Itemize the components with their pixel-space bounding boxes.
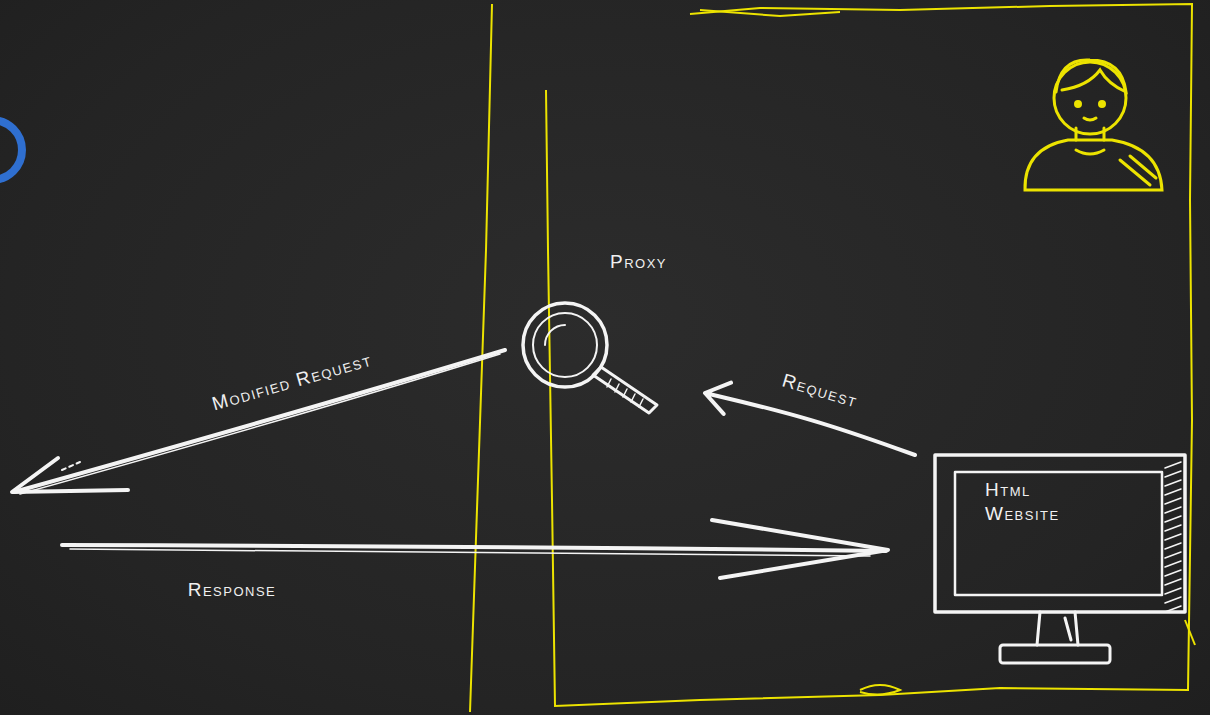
- monitor-hatch: [1165, 462, 1181, 612]
- arrow-head: [12, 458, 128, 492]
- frame-scribble: [860, 685, 900, 695]
- arrow-shaft: [70, 549, 870, 556]
- arrow-dash: [62, 462, 80, 470]
- magnifier-lens: [533, 313, 597, 377]
- magnifier-hatch: [607, 379, 643, 407]
- proxy-node: Proxy: [515, 245, 705, 420]
- zone-frame: [546, 4, 1192, 706]
- edge-label: Request: [779, 370, 860, 413]
- magnifier-handle: [593, 367, 657, 413]
- frame-scribble: [700, 10, 840, 16]
- arrow-shaft: [20, 354, 500, 494]
- user-shoulders: [1025, 140, 1162, 190]
- monitor-screen: [955, 472, 1162, 595]
- proxy-label: Proxy: [610, 250, 700, 274]
- monitor-neck: [1037, 612, 1078, 645]
- monitor-base: [1000, 645, 1110, 663]
- magnifier-glint: [545, 325, 565, 345]
- user-eye: [1076, 102, 1081, 107]
- node-outline: [915, 450, 1190, 665]
- arrow-shaft: [14, 350, 505, 492]
- user-hatch: [1120, 156, 1156, 185]
- magnifier-icon: [523, 303, 657, 413]
- monitor-frame: [935, 455, 1185, 612]
- user-hair: [1056, 60, 1126, 92]
- monitor-icon: [935, 455, 1185, 663]
- response-arrow: [62, 520, 888, 578]
- website-node: Html Website: [915, 450, 1190, 665]
- user-icon: [1025, 60, 1162, 190]
- user-head: [1054, 62, 1126, 134]
- website-label: Html Website: [985, 478, 1075, 526]
- arrow-head: [712, 520, 888, 578]
- server-circle: [0, 120, 22, 180]
- modified-request-arrow: [12, 350, 505, 494]
- edge-caption: Response: [188, 579, 277, 601]
- frame-scribble: [1185, 620, 1195, 645]
- user-mouth: [1084, 118, 1096, 120]
- edge-caption: Modified Request: [210, 349, 375, 416]
- user-eye: [1100, 102, 1105, 107]
